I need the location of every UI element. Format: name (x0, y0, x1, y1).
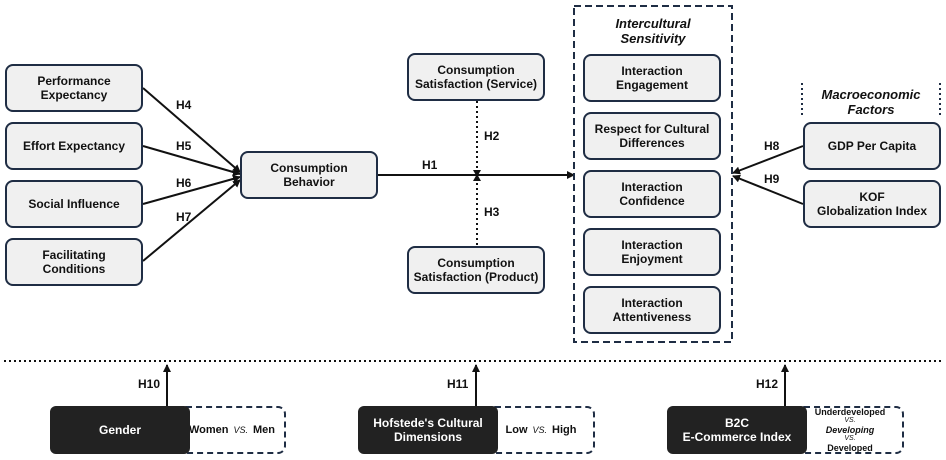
interaction-enjoyment-box: Interaction Enjoyment (583, 228, 721, 276)
arrow-h4 (142, 87, 241, 173)
arrow-h9 (732, 174, 804, 205)
hofstede-levels-box: Low VS. High (487, 406, 595, 454)
arrow-h6 (142, 175, 241, 205)
consumption-behavior-box: Consumption Behavior (240, 151, 378, 199)
hofstede-box: Hofstede's Cultural Dimensions (358, 406, 498, 454)
ecommerce-level-developed: Developed (827, 443, 873, 453)
interaction-confidence-box: Interaction Confidence (583, 170, 721, 218)
ecommerce-levels-box: Underdeveloped VS. Developing VS. Develo… (796, 406, 904, 454)
performance-expectancy-box: Performance Expectancy (5, 64, 143, 112)
gender-level-a: Women (188, 424, 229, 436)
gdp-per-capita-box: GDP Per Capita (803, 122, 941, 170)
interaction-engagement-box: Interaction Engagement (583, 54, 721, 102)
label-h4: H4 (176, 98, 192, 112)
arrow-h7 (142, 179, 241, 262)
ecommerce-levels-stack: Underdeveloped VS. Developing VS. Develo… (815, 407, 886, 453)
effort-expectancy-box: Effort Expectancy (5, 122, 143, 170)
label-h10: H10 (138, 377, 161, 391)
arrow-h5 (142, 145, 241, 176)
label-h2: H2 (484, 129, 500, 143)
label-h8: H8 (764, 139, 780, 153)
interaction-attentiveness-box: Interaction Attentiveness (583, 286, 721, 334)
label-h7: H7 (176, 210, 192, 224)
macro-title: Macroeconomic Factors (821, 87, 921, 117)
label-h12: H12 (756, 377, 779, 391)
gender-vs: VS. (233, 425, 249, 435)
social-influence-box: Social Influence (5, 180, 143, 228)
label-h1: H1 (422, 158, 438, 172)
arrow-h8 (732, 145, 804, 175)
gender-level-b: Men (253, 424, 276, 436)
kof-globalization-box: KOF Globalization Index (803, 180, 941, 228)
respect-cultural-differences-box: Respect for Cultural Differences (583, 112, 721, 160)
hofstede-level-b: High (552, 424, 577, 436)
hofstede-vs: VS. (532, 425, 548, 435)
label-h9: H9 (764, 172, 780, 186)
facilitating-conditions-box: Facilitating Conditions (5, 238, 143, 286)
hofstede-level-a: Low (505, 424, 528, 436)
ecommerce-box: B2C E-Commerce Index (667, 406, 807, 454)
satisfaction-product-box: Consumption Satisfaction (Product) (407, 246, 545, 294)
gender-box: Gender (50, 406, 190, 454)
satisfaction-service-box: Consumption Satisfaction (Service) (407, 53, 545, 101)
ecommerce-vs-2: VS. (844, 435, 856, 442)
sensitivity-frame (573, 5, 733, 343)
ecommerce-level-underdeveloped: Underdeveloped (814, 407, 886, 417)
sensitivity-title: Intercultural Sensitivity (615, 16, 691, 46)
ecommerce-vs-1: VS. (844, 417, 856, 424)
label-h5: H5 (176, 139, 192, 153)
label-h6: H6 (176, 176, 192, 190)
label-h3: H3 (484, 205, 500, 219)
label-h11: H11 (447, 377, 469, 391)
ecommerce-level-developing: Developing (825, 425, 875, 435)
gender-levels-box: Women VS. Men (178, 406, 286, 454)
